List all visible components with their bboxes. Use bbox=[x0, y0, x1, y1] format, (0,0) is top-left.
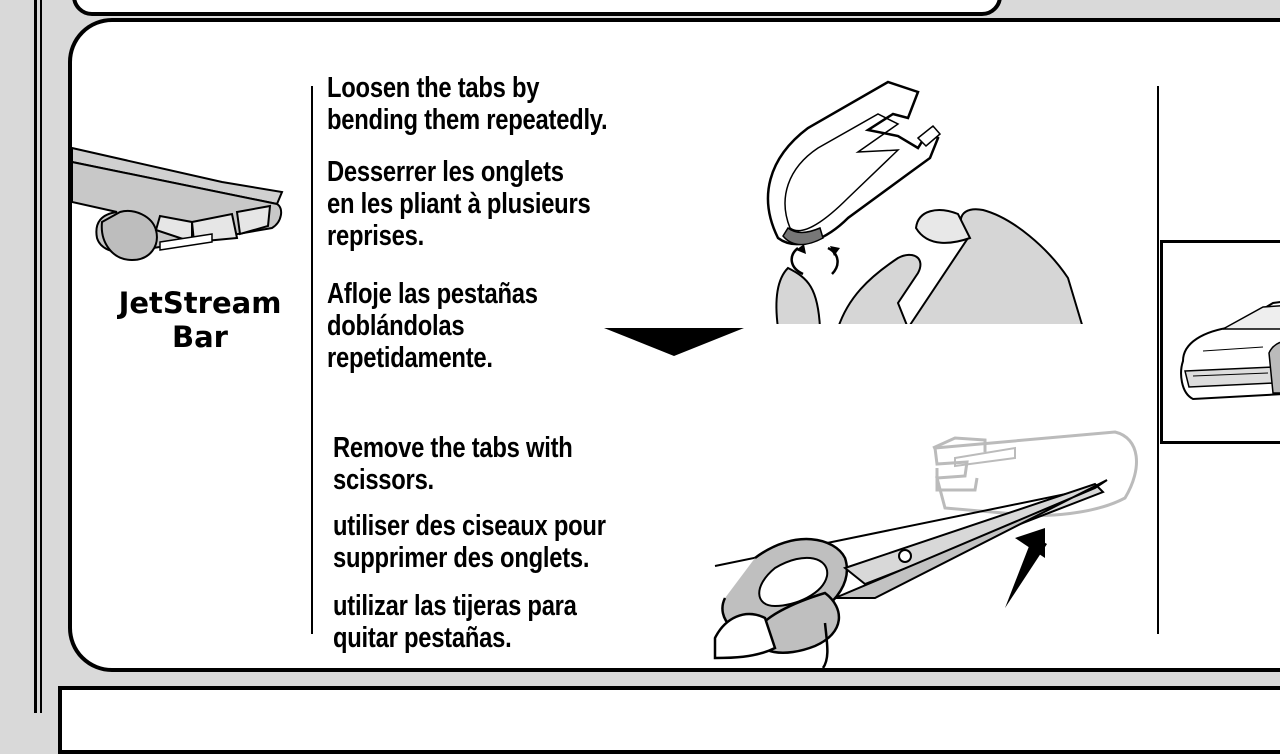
text-line: doblándolas bbox=[327, 310, 465, 342]
next-panel bbox=[58, 686, 1280, 754]
car-illustration-box bbox=[1160, 240, 1280, 444]
text-line: reprises. bbox=[327, 220, 424, 252]
scissors-cutting-tab-icon bbox=[713, 430, 1138, 669]
text-line: Remove the tabs with bbox=[333, 432, 573, 464]
text-line: quitar pestañas. bbox=[333, 622, 512, 654]
product-name: JetStream Bar bbox=[82, 286, 318, 354]
car-front-icon bbox=[1180, 301, 1280, 401]
text-line: en les pliant à plusieurs bbox=[327, 188, 591, 220]
text-line: Desserrer les onglets bbox=[327, 156, 564, 188]
text-line: bending them repeatedly. bbox=[327, 104, 608, 136]
previous-panel bbox=[72, 0, 1002, 16]
text-line: utilizar las tijeras para bbox=[333, 590, 577, 622]
divider-right bbox=[1157, 86, 1159, 634]
frame-left-inner-border bbox=[40, 0, 42, 713]
loosen-tabs-french: Desserrer les onglets en les pliant à pl… bbox=[327, 156, 591, 252]
jetstream-bar-profile-icon bbox=[71, 146, 284, 262]
product-name-line2: Bar bbox=[172, 320, 228, 354]
text-line: supprimer des onglets. bbox=[333, 542, 590, 574]
text-line: utiliser des ciseaux pour bbox=[333, 510, 606, 542]
scissors-english: Remove the tabs with scissors. bbox=[333, 432, 573, 496]
text-line: scissors. bbox=[333, 464, 434, 496]
text-line: Afloje las pestañas bbox=[327, 278, 538, 310]
text-line: repetidamente. bbox=[327, 342, 493, 374]
loosen-tabs-english: Loosen the tabs by bending them repeated… bbox=[327, 72, 608, 136]
down-triangle-arrow-icon bbox=[604, 328, 744, 356]
hand-bending-tab-icon bbox=[766, 80, 1084, 330]
frame-left-border bbox=[34, 0, 37, 713]
divider-left bbox=[311, 86, 313, 634]
product-name-line1: JetStream bbox=[118, 286, 282, 320]
scissors-french: utiliser des ciseaux pour supprimer des … bbox=[333, 510, 606, 574]
scissors-spanish: utilizar las tijeras para quitar pestaña… bbox=[333, 590, 577, 654]
loosen-tabs-spanish: Afloje las pestañas doblándolas repetida… bbox=[327, 278, 538, 374]
text-line: Loosen the tabs by bbox=[327, 72, 540, 104]
